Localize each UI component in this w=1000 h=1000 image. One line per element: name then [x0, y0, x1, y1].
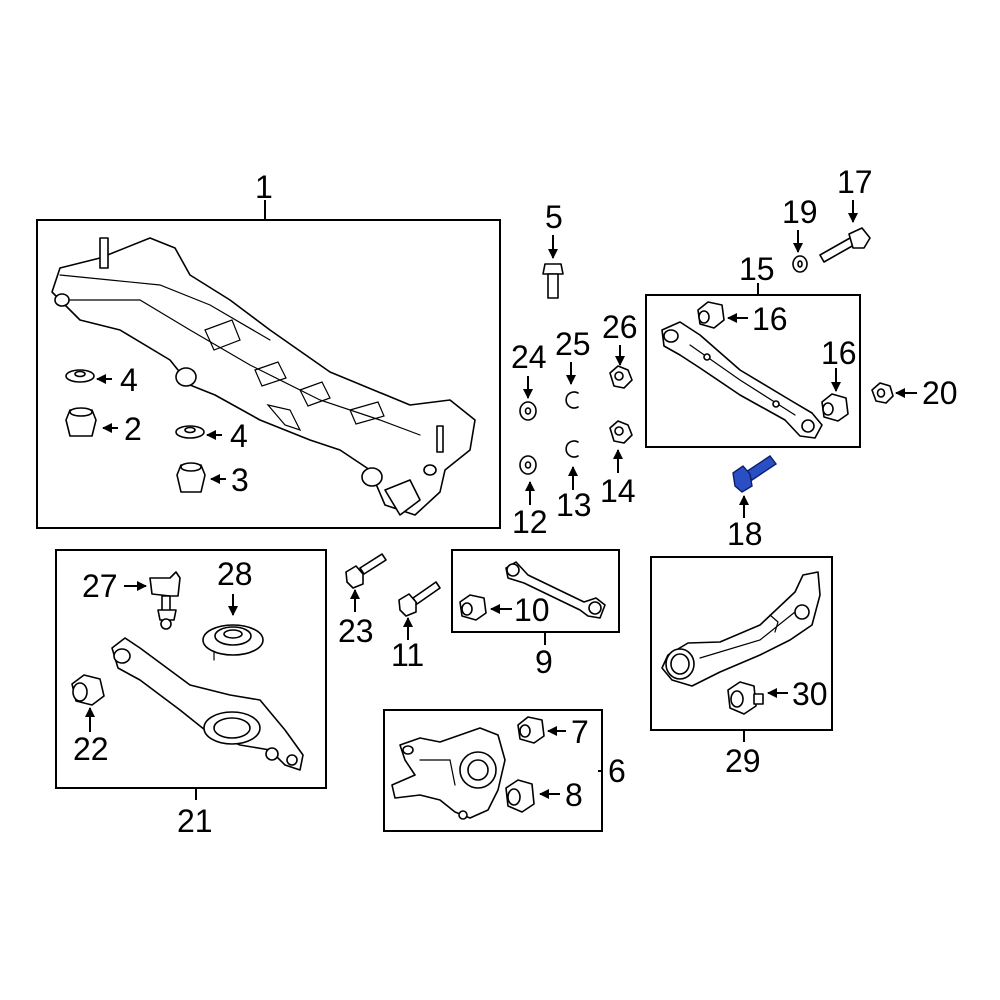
- callout-8[interactable]: 8: [565, 777, 583, 813]
- washer-24[interactable]: [519, 401, 537, 421]
- bushing-washer-4-upper[interactable]: [65, 369, 95, 383]
- bolt-11[interactable]: [398, 581, 441, 617]
- lower-control-arm-21[interactable]: [111, 637, 304, 771]
- callout-12[interactable]: 12: [512, 504, 548, 540]
- bushing-30[interactable]: [727, 681, 764, 715]
- nut-26[interactable]: [609, 365, 633, 389]
- clip-13[interactable]: [565, 440, 579, 458]
- bolt-5[interactable]: [542, 263, 564, 299]
- bushing-16-upper[interactable]: [697, 301, 725, 329]
- bushing-22[interactable]: [71, 674, 105, 706]
- callout-21[interactable]: 21: [177, 803, 213, 839]
- callout-23[interactable]: 23: [338, 613, 374, 649]
- callout-2[interactable]: 2: [124, 411, 142, 447]
- knuckle-6[interactable]: [391, 727, 506, 820]
- callout-22[interactable]: 22: [73, 731, 109, 767]
- bushing-washer-4-lower[interactable]: [175, 425, 205, 439]
- clip-25[interactable]: [565, 391, 579, 409]
- callout-24[interactable]: 24: [511, 339, 547, 375]
- callout-6[interactable]: 6: [608, 753, 626, 789]
- bushing-8[interactable]: [505, 779, 535, 813]
- callout-1[interactable]: 1: [255, 169, 273, 205]
- bushing-16-lower[interactable]: [821, 393, 849, 422]
- callout-11[interactable]: 11: [391, 637, 424, 673]
- group-box-trailing-arm: [650, 556, 833, 731]
- callout-7[interactable]: 7: [571, 714, 589, 750]
- callout-19[interactable]: 19: [782, 194, 818, 230]
- callout-16-upper[interactable]: 16: [752, 301, 788, 337]
- trailing-arm-29[interactable]: [661, 571, 821, 687]
- bolt-17[interactable]: [819, 227, 871, 263]
- stabilizer-link-27[interactable]: [149, 571, 181, 630]
- group-box-crossmember: [36, 219, 501, 529]
- link-9[interactable]: [505, 561, 606, 619]
- nut-20[interactable]: [871, 382, 894, 404]
- group-box-lower-arm: [55, 549, 327, 789]
- washer-12[interactable]: [519, 455, 537, 475]
- bolt-23[interactable]: [345, 553, 387, 589]
- bolt-18-highlighted[interactable]: [732, 455, 778, 493]
- callout-13[interactable]: 13: [556, 487, 592, 523]
- callout-14[interactable]: 14: [600, 473, 636, 509]
- callout-25[interactable]: 25: [555, 326, 591, 362]
- callout-4-upper[interactable]: 4: [120, 362, 138, 398]
- bushing-10[interactable]: [459, 594, 487, 621]
- lateral-arm-15[interactable]: [661, 321, 823, 439]
- callout-4-lower[interactable]: 4: [230, 418, 248, 454]
- callout-26[interactable]: 26: [602, 309, 638, 345]
- group-box-lateral-arm: [645, 294, 861, 448]
- callout-29[interactable]: 29: [725, 743, 761, 779]
- callout-5[interactable]: 5: [545, 199, 563, 235]
- rear-crossmember[interactable]: [51, 237, 476, 516]
- callout-30[interactable]: 30: [792, 676, 828, 712]
- callout-10[interactable]: 10: [514, 592, 550, 628]
- bushing-2[interactable]: [65, 407, 97, 437]
- callout-27[interactable]: 27: [82, 568, 118, 604]
- callout-18[interactable]: 18: [727, 516, 763, 552]
- callout-16-lower[interactable]: 16: [821, 335, 857, 371]
- group-box-trailing-link: [451, 549, 620, 633]
- nut-14[interactable]: [609, 420, 633, 444]
- callout-17[interactable]: 17: [837, 164, 873, 200]
- bushing-3[interactable]: [176, 462, 206, 493]
- spring-seat-28[interactable]: [202, 624, 264, 661]
- callout-20[interactable]: 20: [922, 375, 958, 411]
- bushing-7[interactable]: [517, 716, 545, 744]
- callout-15[interactable]: 15: [739, 251, 775, 287]
- callout-9[interactable]: 9: [535, 644, 553, 680]
- callout-3[interactable]: 3: [231, 462, 249, 498]
- washer-19[interactable]: [792, 255, 808, 273]
- callout-28[interactable]: 28: [217, 556, 253, 592]
